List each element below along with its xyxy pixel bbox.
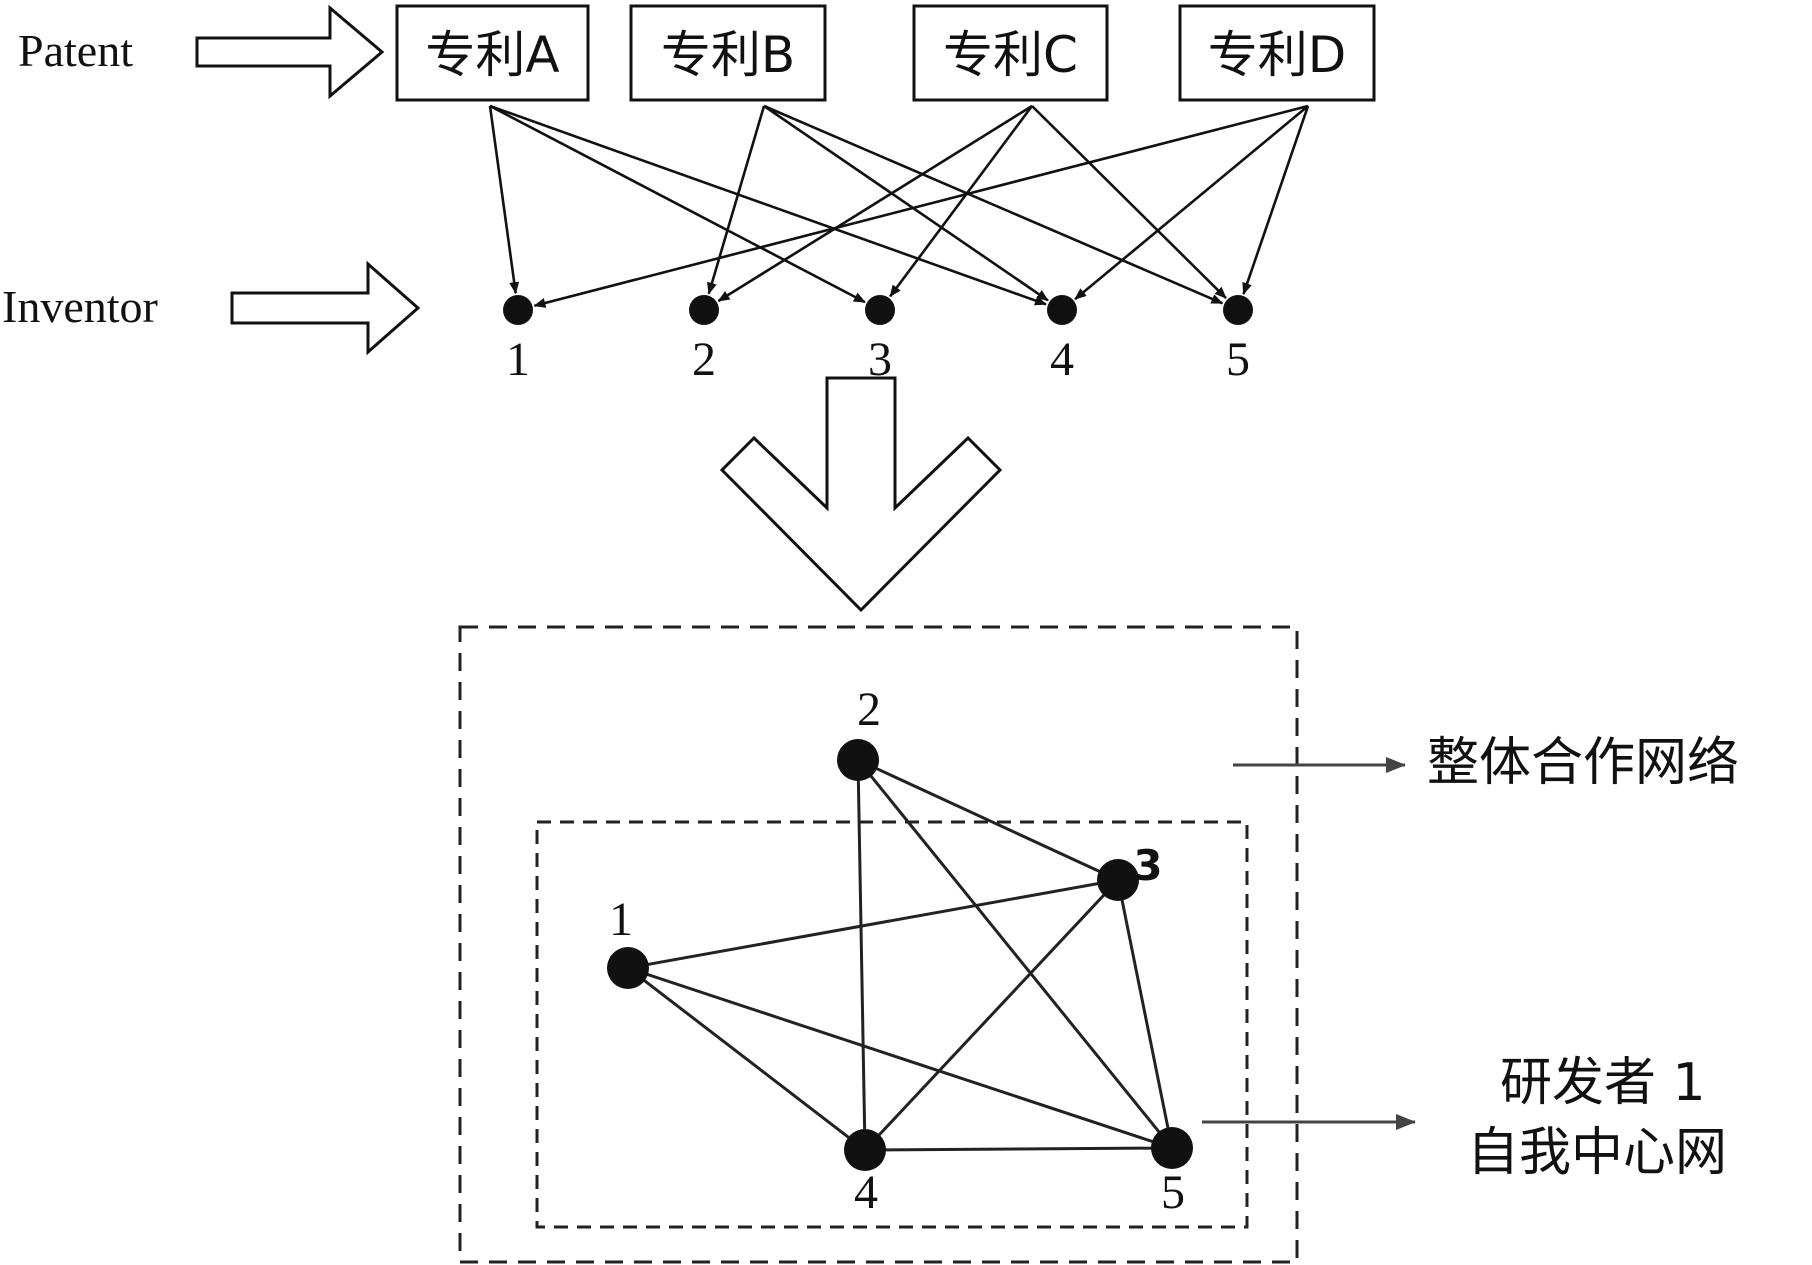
network-edge-1-4	[627, 966, 866, 1152]
patent-C-to-inventor-5-arrow	[1031, 105, 1227, 299]
ego-network-label-line2: 自我中心网	[1467, 1123, 1727, 1183]
network-edge-1-5	[627, 966, 1173, 1150]
patent-box-C: 专利C	[912, 4, 1109, 102]
network-edge-3-5	[1116, 879, 1174, 1149]
patent-C-to-inventor-3-arrow	[889, 105, 1034, 298]
network-node-4	[844, 1129, 886, 1171]
patent-B-to-inventor-5-arrow	[763, 104, 1224, 305]
patent-box-A: 专利A	[395, 4, 590, 102]
patent-C-to-inventor-2-arrow	[717, 104, 1033, 303]
patent-box-frame	[395, 4, 590, 102]
patent-box-label: 专利D	[1208, 26, 1347, 84]
whole-network-box	[458, 625, 1299, 1264]
patent-box-label: 专利C	[943, 26, 1078, 84]
patent-box-frame	[912, 4, 1109, 102]
network-edge-2-5	[856, 759, 1174, 1149]
patent-box-label: 专利B	[661, 26, 795, 84]
patent-row-label: Patent	[18, 25, 133, 76]
patent-A-to-inventor-1-arrow	[488, 105, 520, 295]
patent-B-to-inventor-2-arrow	[707, 105, 766, 295]
network-node-2	[837, 739, 879, 781]
patent-D-to-inventor-1-arrow	[533, 104, 1309, 308]
network-edge-2-4	[856, 759, 867, 1151]
inventor-dot-5	[1223, 295, 1253, 325]
network-node-1	[607, 947, 649, 989]
patent-A-to-inventor-4-arrow	[489, 104, 1047, 306]
inventor-row-label: Inventor	[2, 281, 158, 332]
inventor-dot-4	[1047, 295, 1077, 325]
network-node-label-4: 4	[854, 1166, 878, 1219]
inventor-number-2: 2	[692, 333, 716, 386]
transform-down-arrow	[719, 376, 1003, 613]
patent-A-to-inventor-3-arrow	[489, 104, 866, 304]
patent-box-frame	[1178, 4, 1376, 102]
network-node-label-3: 3	[1133, 841, 1162, 890]
patent-box-B: 专利B	[629, 4, 827, 102]
inventor-dot-1	[503, 295, 533, 325]
patent-B-to-inventor-4-arrow	[763, 104, 1049, 302]
ego-network-box	[535, 820, 1249, 1229]
ego-network-label-line1: 研发者 1	[1500, 1053, 1706, 1113]
network-node-label-1: 1	[609, 893, 633, 946]
inventor-number-5: 5	[1226, 333, 1250, 386]
patent-row-arrow	[195, 4, 385, 100]
whole-network-label: 整体合作网络	[1427, 733, 1739, 793]
patent-box-frame	[629, 4, 827, 102]
network-edge-3-4	[863, 878, 1120, 1152]
inventor-number-4: 4	[1050, 333, 1074, 386]
network-node-label-5: 5	[1161, 1166, 1185, 1219]
network-edge-1-3	[627, 878, 1119, 970]
patent-D-to-inventor-4-arrow	[1074, 104, 1309, 301]
network-node-5	[1151, 1127, 1193, 1169]
patent-D-to-inventor-5-arrow	[1242, 105, 1310, 295]
network-edge-4-5	[864, 1146, 1173, 1152]
network-node-3	[1097, 859, 1139, 901]
patent-box-D: 专利D	[1178, 4, 1376, 102]
patent-box-label: 专利A	[425, 26, 559, 84]
network-node-label-2: 2	[857, 683, 881, 736]
inventor-number-1: 1	[506, 333, 530, 386]
inventor-row-arrow	[230, 260, 421, 356]
inventor-dot-2	[689, 295, 719, 325]
inventor-dot-3	[865, 295, 895, 325]
network-edge-2-3	[857, 758, 1119, 882]
